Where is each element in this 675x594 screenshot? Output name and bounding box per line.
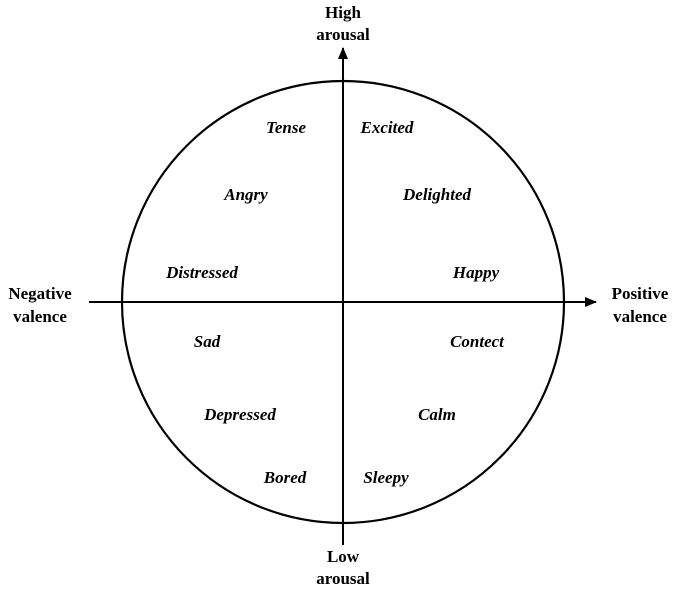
axis-label-positive-valence-line1: Positive	[612, 284, 669, 303]
emotion-distressed: Distressed	[165, 263, 238, 282]
axis-label-negative-valence-line1: Negative	[8, 284, 72, 303]
emotion-delighted: Delighted	[402, 185, 471, 204]
emotion-sad: Sad	[194, 332, 221, 351]
axis-label-low-arousal-line2: arousal	[316, 569, 370, 588]
emotion-calm: Calm	[418, 405, 456, 424]
axis-label-high-arousal-line1: High	[325, 3, 361, 22]
emotion-sleepy: Sleepy	[363, 468, 409, 487]
axis-label-high-arousal-line2: arousal	[316, 25, 370, 44]
emotion-contect: Contect	[450, 332, 505, 351]
emotion-bored: Bored	[263, 468, 307, 487]
axis-label-negative-valence-line2: valence	[13, 307, 67, 326]
emotion-depressed: Depressed	[203, 405, 276, 424]
axis-label-positive-valence-line2: valence	[613, 307, 667, 326]
emotion-happy: Happy	[452, 263, 500, 282]
emotion-tense: Tense	[266, 118, 306, 137]
emotion-excited: Excited	[360, 118, 414, 137]
axis-label-low-arousal-line1: Low	[327, 547, 360, 566]
emotion-angry: Angry	[223, 185, 268, 204]
